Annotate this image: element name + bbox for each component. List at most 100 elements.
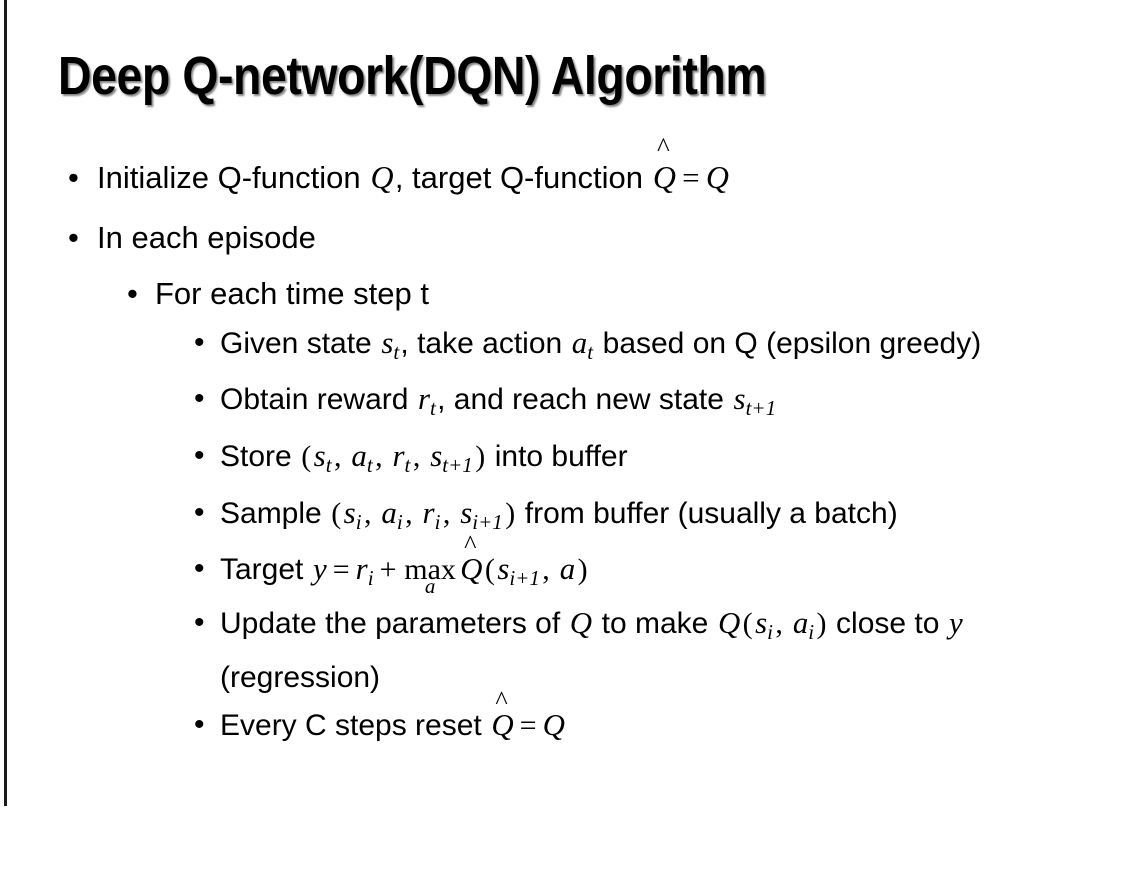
bullet-sample-batch: • Sample (si, ai, ri, si+1) from buffer … — [0, 489, 1124, 546]
math-var-a: a — [559, 550, 576, 586]
math-plus: + — [379, 552, 397, 586]
text-run: to make — [593, 607, 717, 641]
bullet-marker: • — [194, 708, 205, 742]
math-paren-close: ) — [475, 439, 486, 473]
math-var-s-next: si+1 — [497, 550, 540, 590]
bullet-obtain-reward: • Obtain reward rt, and reach new state … — [0, 375, 1124, 432]
text-run: Target — [220, 552, 312, 586]
math-sub: i — [434, 509, 441, 534]
math-paren-close: ) — [505, 496, 516, 530]
hat-accent: ^ — [464, 530, 477, 560]
bullet-given-state: • Given state st, take action at based o… — [0, 320, 1124, 375]
math-var-q: Q — [370, 160, 394, 195]
bullet-for-each-time-step: • For each time step t — [0, 268, 1124, 320]
text-run: , take action — [400, 327, 571, 360]
math-var-a: at — [571, 325, 594, 364]
text-run: from buffer (usually a batch) — [516, 496, 898, 530]
math-var-s-next: si+1 — [460, 494, 503, 534]
math-var-s: si — [343, 494, 362, 534]
math-var-q: Q — [569, 605, 593, 641]
text-run: Update the parameters of — [220, 607, 569, 641]
slide-body: • Initialize Q-function Q, target Q-func… — [0, 132, 1124, 749]
math-paren-open: ( — [331, 496, 342, 530]
max-label: max — [404, 552, 456, 586]
math-var-q-hat: ^Q — [652, 132, 676, 195]
bullet-update-parameters: • Update the parameters of Q to make Q(s… — [0, 600, 1124, 701]
math-var-q-hat: ^Q — [491, 686, 514, 743]
text-run: close to — [827, 607, 948, 641]
math-var-y: y — [312, 550, 327, 586]
math-sub: i — [767, 620, 773, 645]
bullet-initialize-text: Initialize Q-function Q, target Q-functi… — [97, 132, 1124, 208]
bullet-initialize: • Initialize Q-function Q, target Q-func… — [0, 132, 1124, 208]
bullet-given-state-text: Given state st, take action at based on … — [220, 320, 1124, 375]
math-sub: i — [396, 509, 403, 534]
text-run: (regression) — [220, 661, 381, 695]
math-sep: , — [405, 496, 421, 530]
math-sep: , — [775, 607, 791, 641]
math-var-s-next: st+1 — [430, 437, 473, 477]
bullet-marker: • — [194, 606, 205, 640]
bullet-store-transition: • Store (st, at, rt, st+1) into buffer — [0, 432, 1124, 489]
bullet-update-parameters-text: Update the parameters of Q to make Q(si,… — [220, 600, 1124, 701]
math-sub: t+1 — [745, 395, 777, 420]
math-sep: , — [542, 552, 558, 586]
math-sub: i+1 — [472, 509, 503, 534]
math-var-a: ai — [381, 494, 403, 534]
bullet-for-each-time-step-text: For each time step t — [155, 276, 429, 311]
math-var-s: st — [381, 325, 400, 364]
bullet-marker: • — [194, 438, 205, 472]
bullet-marker: • — [194, 495, 205, 529]
bullet-marker: • — [68, 220, 79, 255]
hat-accent: ^ — [495, 686, 508, 716]
math-var-a: at — [351, 437, 373, 477]
math-paren-open: ( — [301, 439, 312, 473]
bullet-marker: • — [68, 160, 79, 195]
math-equals: = — [519, 709, 537, 743]
text-run: Initialize Q-function — [97, 160, 370, 195]
math-var-s: st — [313, 437, 332, 477]
math-var-s: si — [755, 605, 773, 645]
bullet-sample-batch-text: Sample (si, ai, ri, si+1) from buffer (u… — [220, 489, 1124, 546]
math-var-s-next: st+1 — [733, 380, 777, 420]
math-var-r: rt — [418, 380, 436, 420]
text-run: Sample — [220, 496, 331, 530]
math-var-q2: Q — [717, 605, 741, 641]
bullet-reset-target-network-text: Every C steps reset ^Q=Q — [220, 686, 1124, 749]
math-paren-open: ( — [484, 552, 495, 586]
bullet-obtain-reward-text: Obtain reward rt, and reach new state st… — [220, 375, 1124, 432]
text-run: , target Q-function — [394, 160, 652, 195]
math-var-r: rt — [392, 437, 411, 477]
bullet-in-each-episode: • In each episode — [0, 208, 1124, 268]
bullet-store-transition-text: Store (st, at, rt, st+1) into buffer — [220, 432, 1124, 489]
bullet-marker: • — [194, 381, 205, 415]
math-sub: t+1 — [442, 452, 473, 477]
left-edge-stripe — [4, 0, 7, 806]
math-sub: t — [325, 452, 332, 477]
text-run: into buffer — [486, 439, 628, 473]
math-sep: , — [333, 439, 349, 473]
math-sub: i — [355, 509, 362, 534]
math-sep: , — [412, 439, 428, 473]
math-sub: i — [367, 565, 374, 590]
math-sub: i — [808, 620, 815, 645]
math-var-q2: Q — [705, 160, 729, 195]
math-sub: t — [587, 339, 594, 364]
math-paren-close: ) — [816, 607, 827, 641]
bullet-reset-target-network: • Every C steps reset ^Q=Q — [0, 686, 1124, 749]
text-run: , and reach new state — [437, 382, 733, 416]
math-var-r: ri — [422, 494, 441, 534]
text-run: Store — [220, 439, 301, 473]
math-sep: , — [363, 496, 379, 530]
math-var-a: ai — [792, 605, 815, 645]
math-sep: , — [375, 439, 391, 473]
math-equals: = — [332, 552, 350, 586]
math-var-q-hat: ^Q — [460, 530, 483, 586]
math-sub: t — [404, 452, 411, 477]
text-run: Obtain reward — [220, 382, 417, 416]
bullet-marker: • — [194, 551, 205, 585]
math-sub: t — [393, 339, 400, 364]
